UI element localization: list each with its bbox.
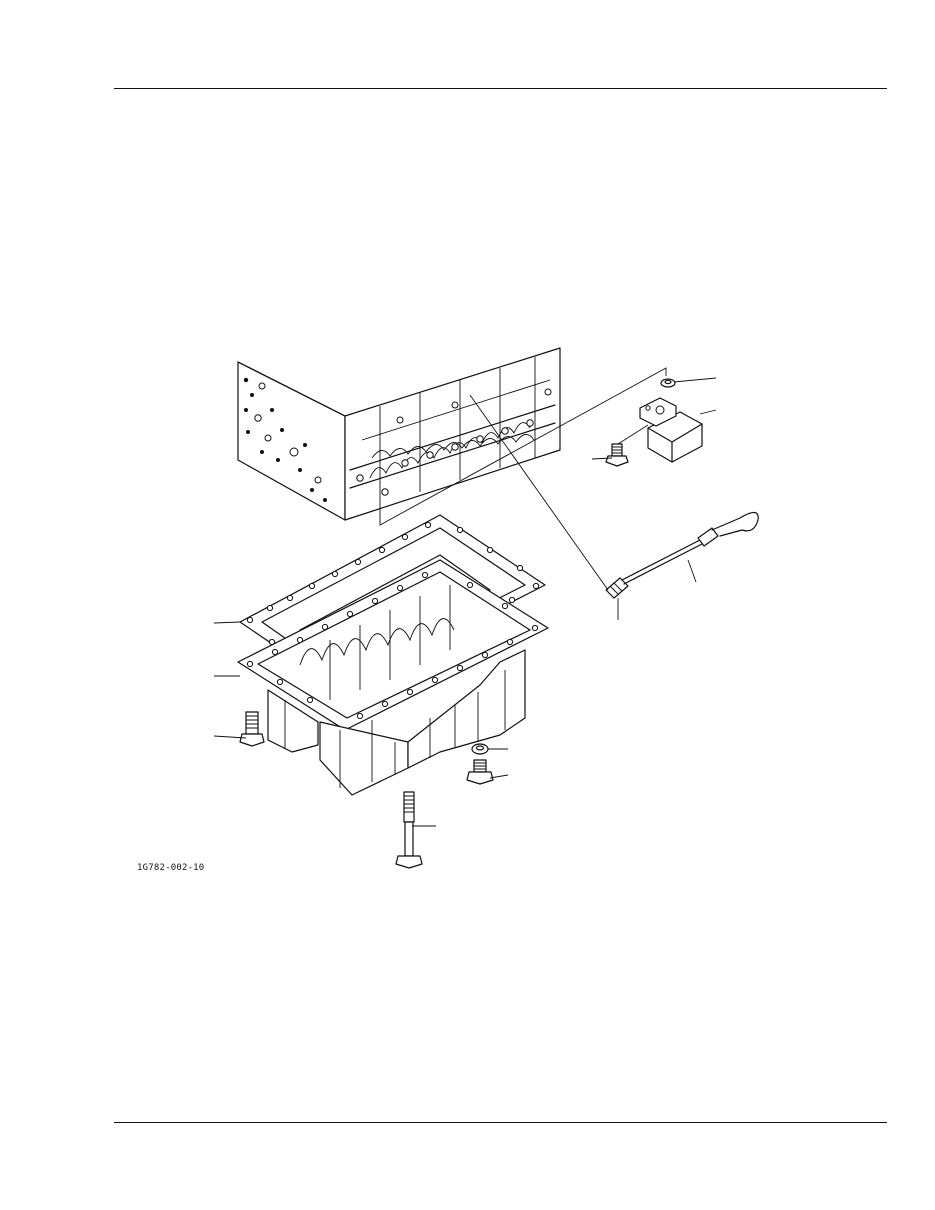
dipstick-guide xyxy=(605,577,629,599)
footer-rule xyxy=(114,1122,887,1123)
engine-block xyxy=(237,347,561,521)
header-rule xyxy=(114,88,887,89)
drain-plug-washer xyxy=(471,743,489,755)
assembly-lines xyxy=(379,367,667,591)
oil-cooler-body xyxy=(639,397,703,463)
oil-filter-o-ring xyxy=(660,378,676,388)
pan-bolt-left xyxy=(239,711,265,747)
drain-plug xyxy=(466,759,494,785)
dipstick xyxy=(621,511,759,585)
callout-leaders xyxy=(213,377,717,827)
long-bolt xyxy=(395,791,423,869)
oil-pan xyxy=(237,559,549,796)
figure-id-label: 1G782-002-10 xyxy=(137,863,205,873)
cooler-bolt xyxy=(605,443,629,467)
